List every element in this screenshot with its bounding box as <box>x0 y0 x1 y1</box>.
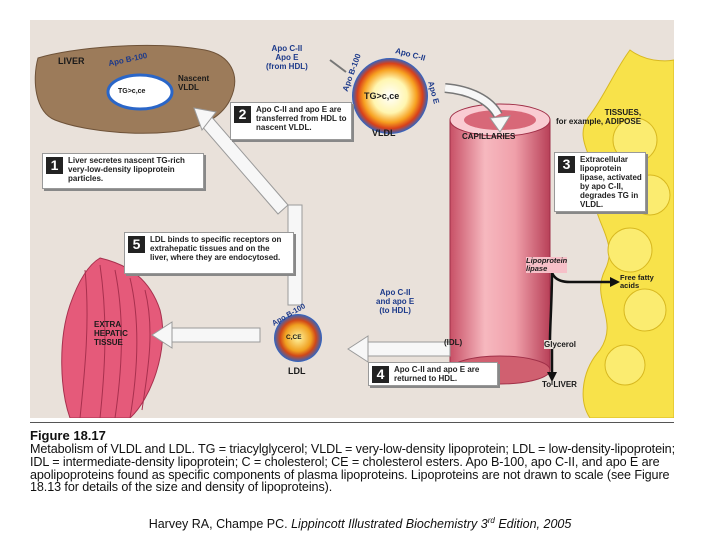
step-1-text: Liver secretes nascent TG-rich very-low-… <box>68 156 185 183</box>
apo-c2-e-to-hdl-label: Apo C-II and apo E (to HDL) <box>376 288 415 315</box>
ldl-core-label: C,CE <box>286 334 302 341</box>
step-2-box: 2 Apo C-II and apo E are transferred fro… <box>230 102 352 140</box>
source-credit: Harvey RA, Champe PC. Lippincott Illustr… <box>0 516 720 531</box>
step-1-number: 1 <box>46 157 63 174</box>
step-5-text: LDL binds to specific receptors on extra… <box>150 235 282 262</box>
tg-core-small-label: TG>c,ce <box>118 88 146 95</box>
caption-body: Metabolism of VLDL and LDL. TG = triacyl… <box>30 442 675 495</box>
caption-rule <box>30 422 674 423</box>
apo-c2-e-from-hdl-label: Apo C-II Apo E (from HDL) <box>266 44 308 71</box>
figure-caption: Figure 18.17 Metabolism of VLDL and LDL.… <box>30 428 680 494</box>
extrahepatic-tissue-label: EXTRA HEPATIC TISSUE <box>94 320 128 347</box>
liver-label: LIVER <box>58 56 85 66</box>
muscle-tissue-shape <box>61 257 164 418</box>
credit-edition-rest: Edition, 2005 <box>494 517 572 532</box>
free-fatty-acids-label: Free fatty acids <box>620 273 654 290</box>
step-1-box: 1 Liver secretes nascent TG-rich very-lo… <box>42 153 204 189</box>
step-3-number: 3 <box>558 156 575 173</box>
credit-book-title: Lippincott Illustrated Biochemistry 3rd … <box>291 516 572 532</box>
lipoprotein-lipase-label: Lipoprotein lipase <box>526 256 568 273</box>
ldl-label: LDL <box>288 366 306 376</box>
step-5-box: 5 LDL binds to specific receptors on ext… <box>124 232 294 274</box>
vldl-particle <box>352 58 428 134</box>
step-4-box: 4 Apo C-II and apo E are returned to HDL… <box>368 362 498 386</box>
idl-label: (IDL) <box>444 338 463 347</box>
tg-core-vldl-label: TG>c,ce <box>364 91 400 101</box>
step-4-number: 4 <box>372 366 389 383</box>
figure-artwork <box>34 44 674 418</box>
caption-title: Figure 18.17 <box>30 428 106 443</box>
vldl-label: VLDL <box>372 128 396 138</box>
step-2-number: 2 <box>234 106 251 123</box>
step-2-text: Apo C-II and apo E are transferred from … <box>256 105 347 132</box>
step-5-number: 5 <box>128 236 145 253</box>
credit-authors: Harvey RA, Champe PC. <box>148 517 288 532</box>
metabolism-figure: LIVER Apo B-100 TG>c,ce Nascent VLDL Apo… <box>30 20 674 418</box>
capillary-tube <box>449 119 551 371</box>
credit-title-text: Lippincott Illustrated Biochemistry 3 <box>291 517 488 532</box>
white-flow-arrows <box>151 59 511 363</box>
tissues-label: TISSUES, for example, ADIPOSE <box>556 108 642 126</box>
nascent-vldl-label: Nascent VLDL <box>178 74 210 92</box>
step-3-box: 3 Extracellular lipoprotein lipase, acti… <box>554 152 646 212</box>
step-3-text: Extracellular lipoprotein lipase, activa… <box>580 155 642 209</box>
capillaries-label: CAPILLARIES <box>462 132 516 141</box>
glycerol-label: Glycerol <box>544 340 577 349</box>
credit-edition-sup: rd <box>487 516 495 525</box>
step-4-text: Apo C-II and apo E are returned to HDL. <box>394 365 480 383</box>
ldl-particle <box>274 314 322 362</box>
to-liver-label: To LIVER <box>542 380 577 389</box>
